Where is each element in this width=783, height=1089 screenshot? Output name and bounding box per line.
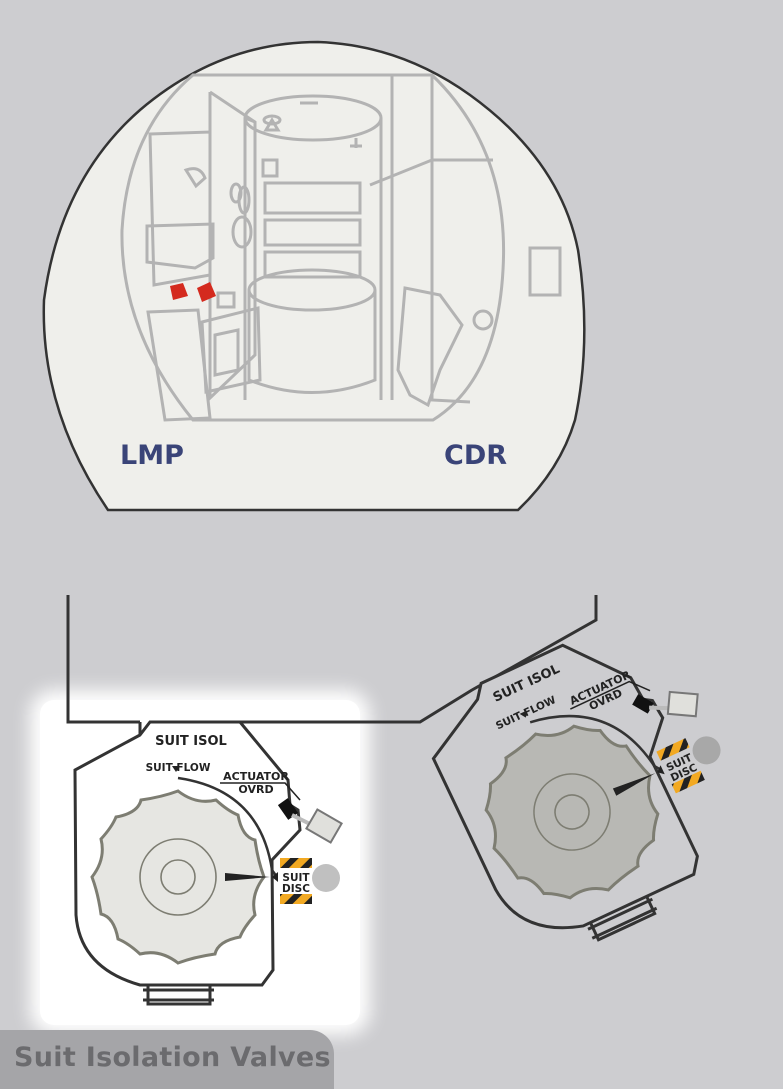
knob-pointer-lmp <box>225 873 270 881</box>
caption-title: Suit Isolation Valves <box>14 1042 331 1073</box>
disc-button-lmp[interactable] <box>312 864 340 892</box>
disc-label-lmp: DISC <box>282 883 310 895</box>
ovrd-label-lmp: OVRD <box>238 783 273 796</box>
actuator-label-lmp: ACTUATOR <box>223 770 289 783</box>
knob-pointer-cdr <box>612 773 656 796</box>
actuator-ovrd-lever-cdr[interactable] <box>666 690 699 718</box>
valve-location-markers <box>170 282 216 302</box>
valve-panel-lmp[interactable]: SUIT ISOL SUIT FLOW ACTUATOR OVRD SUIT D… <box>73 720 343 1006</box>
suit-flow-label-lmp: SUIT FLOW <box>146 762 211 774</box>
disc-button-cdr[interactable] <box>688 732 725 769</box>
valve-base-lmp <box>143 985 214 1006</box>
valve-knob-cdr[interactable] <box>458 698 687 927</box>
actuator-handle-cdr <box>632 694 654 714</box>
suit-isol-title-lmp: SUIT ISOL <box>155 734 227 749</box>
actuator-ovrd-lever-lmp[interactable] <box>305 808 343 844</box>
cabin-view: LMP CDR <box>42 40 586 512</box>
valve-marker-1 <box>170 283 188 300</box>
lmp-label: LMP <box>120 440 184 471</box>
valve-base-cdr <box>587 895 658 942</box>
valve-panel-cdr[interactable]: SUIT ISOL SUIT FLOW ACTUATOR OVRD SUIT D… <box>413 602 774 970</box>
caption-bar: Suit Isolation Valves <box>0 1030 334 1089</box>
suit-disc-label-lmp: SUIT <box>282 872 310 884</box>
cdr-label: CDR <box>444 440 507 471</box>
valve-marker-2 <box>197 282 216 302</box>
